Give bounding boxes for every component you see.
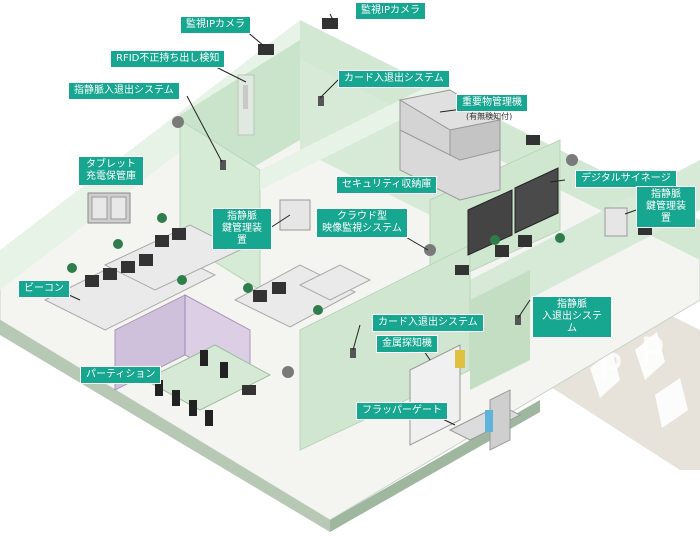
card-reader-icon-bottom <box>350 348 356 358</box>
entrance-wall <box>470 270 530 390</box>
camera-icon-5 <box>455 265 469 275</box>
card-reader-icons <box>220 96 521 358</box>
rfid-gate <box>243 85 248 109</box>
finger-reader-icon-left <box>220 160 226 170</box>
label-finger-key-right: 指静脈 鍵管理装置 <box>636 186 696 228</box>
label-finger-key-right-line1: 指静脈 <box>651 189 681 200</box>
label-tablet-storage-line1: タブレット <box>86 159 136 170</box>
label-card-access-top: カード入退出システム <box>338 70 450 88</box>
parking-area <box>540 300 700 470</box>
label-finger-access-left: 指静脈入退出システム <box>68 82 180 100</box>
label-metal-detector: 金属探知機 <box>376 335 438 353</box>
camera-icon-3 <box>526 135 540 145</box>
dome-camera-icon-4 <box>282 366 294 378</box>
slab-edge-right <box>330 400 540 532</box>
label-card-access-bottom: カード入退出システム <box>372 314 484 332</box>
label-rfid: RFID不正持ち出し検知 <box>110 50 226 68</box>
label-cloud-video: クラウド型 映像監視システム <box>316 208 408 238</box>
label-security-storage: セキュリティ収納庫 <box>336 176 438 194</box>
label-finger-access-right-line2: 入退出システム <box>542 311 602 334</box>
label-finger-access-right: 指静脈 入退出システム <box>532 296 612 338</box>
label-cloud-video-line1: クラウド型 <box>337 211 387 222</box>
dome-camera-icon-3 <box>424 244 436 256</box>
finger-reader-icon-right <box>515 315 521 325</box>
label-ip-camera-top: 監視IPカメラ <box>355 2 426 20</box>
key-management-right <box>604 207 628 237</box>
dome-camera-icon-1 <box>172 116 184 128</box>
label-tablet-storage-line2: 充電保管庫 <box>86 171 136 182</box>
camera-icon-2 <box>258 44 274 55</box>
label-finger-access-right-line1: 指静脈 <box>557 299 587 310</box>
label-cloud-video-line2: 映像監視システム <box>322 223 402 234</box>
dome-camera-icon-2 <box>566 154 578 166</box>
flapper-gate <box>448 389 522 451</box>
label-ip-camera-2: 監視IPカメラ <box>180 16 251 34</box>
metal-detector-gate <box>409 344 465 446</box>
monitors-left <box>85 228 532 302</box>
parking-marking <box>590 332 688 428</box>
label-beacon: ビーコン <box>18 280 70 298</box>
camera-icon-1 <box>322 18 338 29</box>
label-digital-signage: デジタルサイネージ <box>575 170 677 188</box>
label-finger-key-center-line2: 鍵管理装置 <box>222 223 262 246</box>
meeting-chairs <box>155 350 228 426</box>
dome-camera-icons <box>172 116 578 378</box>
label-flapper-gate: フラッパーゲート <box>356 402 448 420</box>
parking-p-2: P <box>640 330 664 376</box>
camera-icon-4 <box>638 225 652 235</box>
camera-icon-6 <box>242 385 256 395</box>
label-important-items: 重要物管理機 <box>456 94 528 112</box>
label-tablet-storage: タブレット 充電保管庫 <box>78 156 144 186</box>
label-important-items-sub: (有無検知付) <box>466 112 513 121</box>
tablet-storage-unit <box>87 192 131 224</box>
label-finger-key-center: 指静脈 鍵管理装置 <box>212 208 272 250</box>
card-reader-icon-top <box>318 96 324 106</box>
desk-cluster-left <box>43 224 372 331</box>
office-workers <box>67 213 565 315</box>
label-partition: パーティション <box>80 366 162 384</box>
digital-signage-screens <box>467 167 559 256</box>
label-finger-key-center-line1: 指静脈 <box>227 211 257 222</box>
label-finger-key-right-line2: 鍵管理装置 <box>646 201 686 224</box>
key-management-center <box>279 199 311 231</box>
camera-icons <box>242 18 652 395</box>
